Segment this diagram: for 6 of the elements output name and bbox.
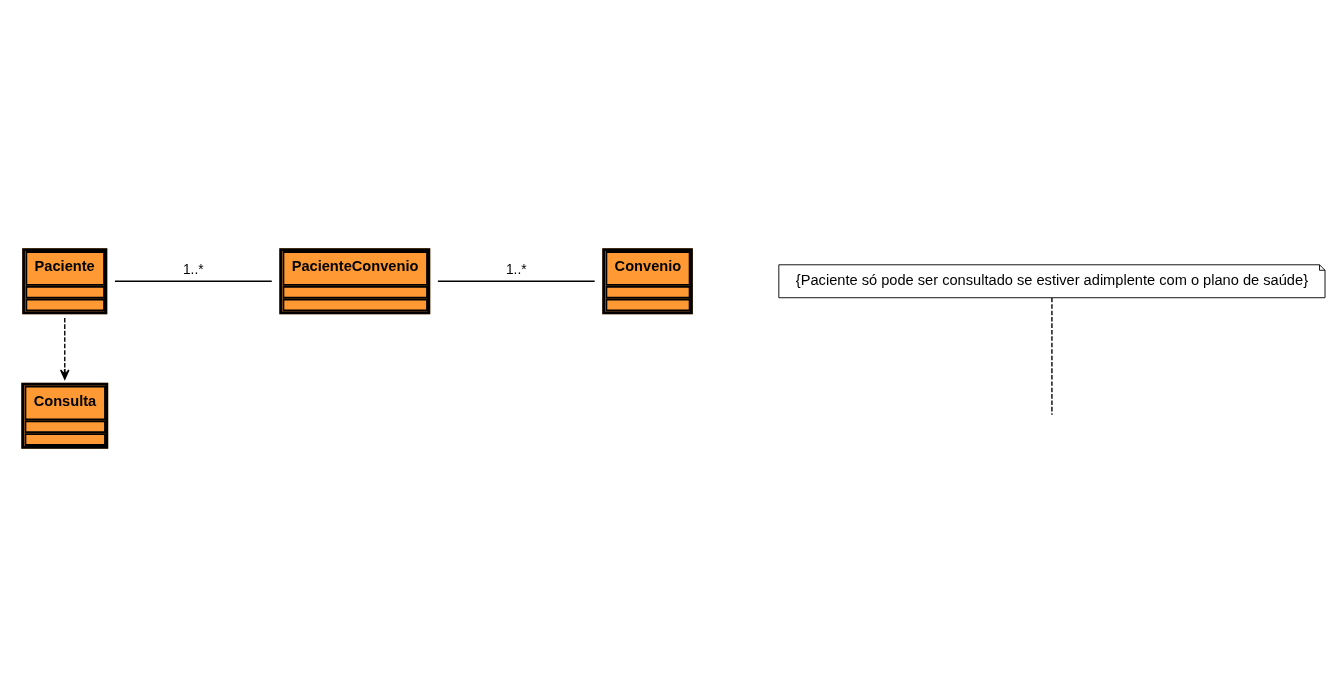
arrow xyxy=(59,316,70,380)
edge-label: 1..* xyxy=(183,261,204,277)
edge-label: 1..* xyxy=(505,261,527,277)
connector xyxy=(114,280,273,282)
connector xyxy=(1051,296,1053,415)
connector xyxy=(437,280,596,282)
